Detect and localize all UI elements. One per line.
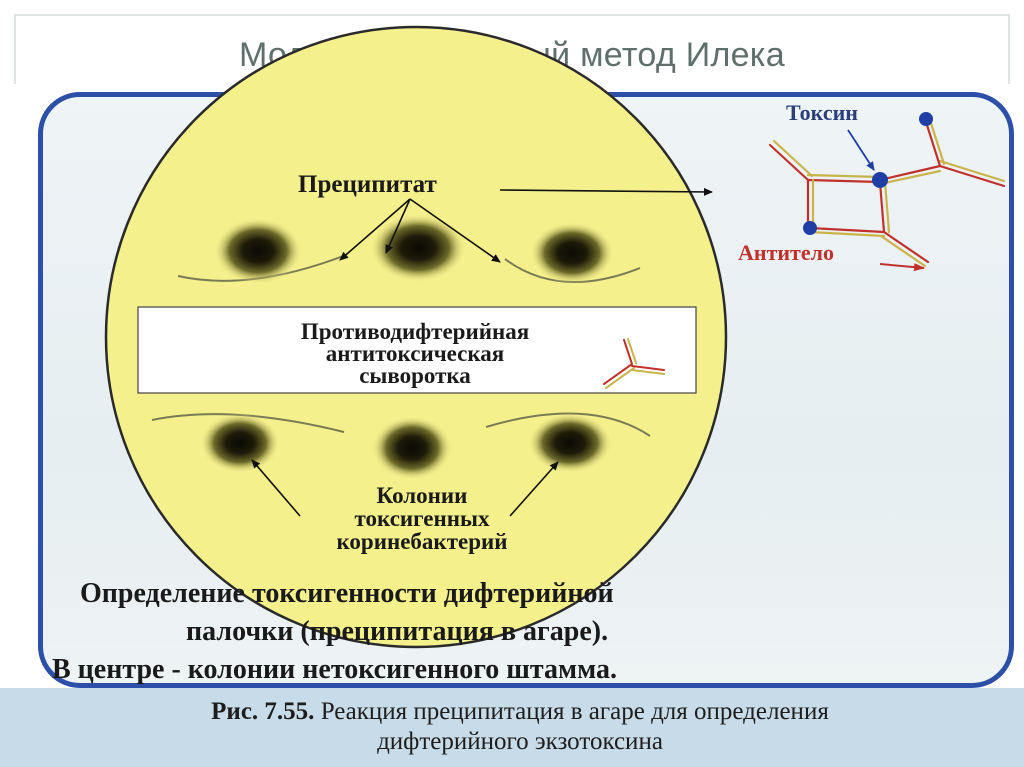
colony-bottom-left <box>200 413 280 473</box>
colony-top-right <box>530 222 614 284</box>
serum-label-line2: антитоксическая <box>326 341 504 366</box>
precipitate-arrow-right <box>409 198 501 263</box>
colony-bottom-right <box>528 413 612 473</box>
conclusion-line2: палочки (преципитация в агаре). <box>186 616 608 647</box>
colonies-label-line3: коринебактерий <box>336 529 507 554</box>
colonies-arrow-right <box>509 461 559 517</box>
conclusion-line1: Определение токсигенности дифтерийной <box>80 578 614 609</box>
caption-text-line2: дифтерийного экзотоксина <box>377 728 663 755</box>
serum-label-line1: Противодифтерийная <box>301 319 529 344</box>
colony-bottom-center <box>372 416 452 480</box>
precipitate-arrow-to-complex <box>499 187 713 196</box>
precipitate-arrow-center <box>385 198 411 254</box>
caption-line1: Рис. 7.55. Реакция преципитация в агаре … <box>30 697 1010 727</box>
slide-frame-top <box>14 14 1010 16</box>
colony-top-center <box>370 214 466 282</box>
colonies-arrow-left <box>251 459 301 517</box>
slide-frame-right <box>1008 14 1010 84</box>
serum-strip <box>137 306 697 394</box>
caption-text-line1: Реакция преципитация в агаре для определ… <box>320 698 829 725</box>
figure-caption: Рис. 7.55. Реакция преципитация в агаре … <box>30 697 1010 757</box>
colony-top-left <box>214 218 302 284</box>
precipitate-arrow-left <box>339 198 411 261</box>
antibody-icon-small <box>603 338 665 389</box>
slide-frame-left <box>14 14 16 84</box>
precipitate-label: Преципитат <box>298 171 437 198</box>
serum-label-line3: сыворотка <box>359 363 471 388</box>
caption-figure-number: Рис. 7.55. <box>211 698 315 725</box>
caption-band <box>0 688 1024 767</box>
antibody-label: Антитело <box>738 240 834 265</box>
antibody-arrow <box>879 263 925 272</box>
colonies-label-line2: токсигенных <box>355 506 490 531</box>
toxin-label: Токсин <box>786 100 858 125</box>
toxin-arrow <box>847 129 875 171</box>
conclusion-line3: В центре - колонии нетоксигенного штамма… <box>52 654 617 685</box>
antibody-toxin-complex <box>768 112 1006 268</box>
colonies-label-line1: Колонии <box>377 483 468 508</box>
